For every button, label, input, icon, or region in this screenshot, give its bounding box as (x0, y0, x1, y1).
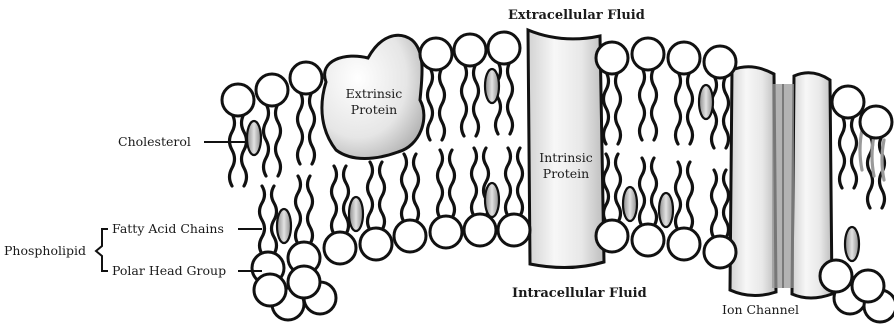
polar-head (254, 274, 286, 306)
fatty-acid-tail (676, 162, 681, 230)
polar-head (668, 42, 700, 74)
cholesterol-molecule (659, 193, 673, 227)
polar-head (256, 74, 288, 106)
fatty-acid-tail (852, 116, 857, 188)
fatty-acid-tail (438, 150, 443, 218)
fatty-acid-tail (616, 72, 621, 144)
fatty-acid-tail (462, 64, 467, 136)
fatty-acid-tail (230, 114, 235, 186)
fatty-acid-tail (724, 170, 729, 238)
intrinsic-protein-label-line2: Protein (530, 166, 602, 182)
polar-head (464, 214, 496, 246)
fatty-acid-tail (688, 162, 693, 230)
polar-head (704, 236, 736, 268)
fatty-acid-tail (332, 166, 337, 234)
fatty-acid-tail (474, 64, 479, 136)
intracellular-fluid-label: Intracellular Fluid (512, 286, 647, 301)
cholesterol-molecule (247, 121, 261, 155)
polar-head (498, 214, 530, 246)
fatty-acid-tail (616, 154, 621, 222)
fatty-acid-tail (640, 158, 645, 226)
fatty-acid-tail (344, 166, 349, 234)
fatty-acid-tail (296, 176, 301, 244)
extrinsic-protein-label-line2: Protein (336, 102, 412, 118)
fatty-acid-tail (506, 148, 511, 216)
fatty-acid-tail (428, 68, 433, 140)
ion-channel-label: Ion Channel (722, 302, 799, 317)
fatty-acid-tail (308, 176, 313, 244)
cholesterol-molecule (277, 209, 291, 243)
fatty-acid-tail (242, 114, 247, 186)
polar-head (596, 220, 628, 252)
cholesterol-molecule (845, 227, 859, 261)
fatty-acid-tail-faded (872, 136, 874, 176)
fatty-acid-tail (440, 68, 445, 140)
ion-channel (730, 67, 832, 298)
cholesterol-molecule (485, 69, 499, 103)
fatty-acid-tail (298, 92, 303, 164)
polar-head-group-label: Polar Head Group (112, 263, 226, 278)
polar-head (430, 216, 462, 248)
fatty-acid-tail (450, 150, 455, 218)
polar-head (632, 224, 664, 256)
fatty-acid-tail (712, 170, 717, 238)
intrinsic-protein-label-line1: Intrinsic (530, 150, 602, 166)
intrinsic-protein-label: Intrinsic Protein (530, 150, 602, 182)
fatty-acid-tail (688, 72, 693, 144)
fatty-acid-tail (276, 104, 281, 176)
cholesterol-molecule (699, 85, 713, 119)
polar-head (222, 84, 254, 116)
fatty-acid-chains-label: Fatty Acid Chains (112, 221, 224, 236)
fatty-acid-tail (676, 72, 681, 144)
polar-head (832, 86, 864, 118)
fatty-acid-tail (640, 68, 645, 140)
fatty-acid-tail (518, 148, 523, 216)
polar-head (290, 62, 322, 94)
leader-lines (96, 142, 262, 271)
fatty-acid-tail (310, 92, 315, 164)
phospholipid-label: Phospholipid (4, 243, 86, 258)
fatty-acid-tail (368, 162, 373, 230)
polar-head (860, 106, 892, 138)
fatty-acid-tail (472, 148, 477, 216)
fatty-acid-tail (264, 104, 269, 176)
polar-head (394, 220, 426, 252)
polar-head (454, 34, 486, 66)
fatty-acid-tail (604, 72, 609, 144)
fatty-acid-tail (380, 162, 385, 230)
polar-head (288, 266, 320, 298)
cholesterol-molecule (623, 187, 637, 221)
polar-head (632, 38, 664, 70)
polar-head (820, 260, 852, 292)
fatty-acid-tail (652, 158, 657, 226)
phospholipid-bracket (96, 229, 108, 271)
cholesterol-label: Cholesterol (118, 134, 191, 149)
polar-head (360, 228, 392, 260)
polar-head (324, 232, 356, 264)
fatty-acid-tail (840, 116, 845, 188)
fatty-acid-tail (414, 154, 419, 222)
extrinsic-protein-label: Extrinsic Protein (336, 86, 412, 118)
polar-head (420, 38, 452, 70)
fatty-acid-tail-faded (860, 130, 862, 170)
polar-head (704, 46, 736, 78)
extracellular-fluid-label: Extracellular Fluid (508, 8, 645, 23)
cholesterol-molecule (349, 197, 363, 231)
fatty-acid-tail (724, 76, 729, 148)
extrinsic-protein-label-line1: Extrinsic (336, 86, 412, 102)
polar-head (668, 228, 700, 260)
polar-head (852, 270, 884, 302)
cholesterol-molecule (485, 183, 499, 217)
polar-head (488, 32, 520, 64)
fatty-acid-tail (272, 186, 277, 254)
fatty-acid-tail (508, 62, 513, 134)
fatty-acid-tail (402, 154, 407, 222)
fatty-acid-tail (652, 68, 657, 140)
intrinsic-protein (528, 30, 604, 268)
polar-head (596, 42, 628, 74)
fatty-acid-tail (260, 186, 265, 254)
